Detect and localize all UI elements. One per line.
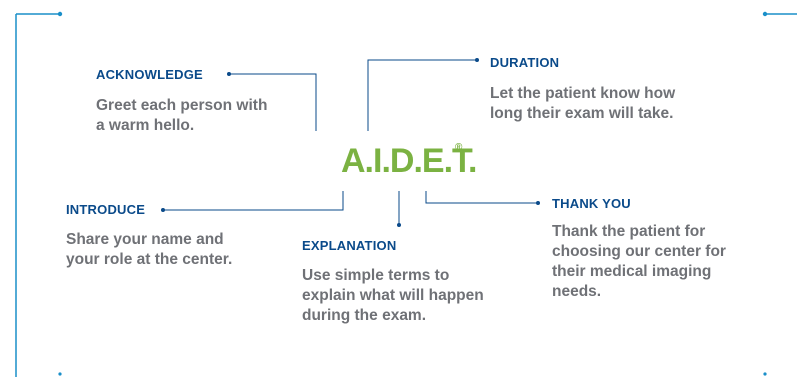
thankyou-line-1: Thank the patient for	[552, 223, 706, 240]
duration-line-2: long their exam will take.	[490, 105, 674, 122]
aidet-logo: A.I.D.E.T.	[341, 142, 477, 180]
introduce-heading: INTRODUCE	[66, 202, 146, 217]
frame-top-right-dot	[762, 11, 768, 17]
duration-description: Let the patient know how long their exam…	[490, 84, 675, 124]
registered-mark: ®	[455, 142, 463, 153]
thankyou-line-3: their medical imaging	[552, 263, 712, 280]
thankyou-line-2: choosing our center for	[552, 243, 726, 260]
frame-bottom-right-dot	[763, 372, 767, 376]
frame-top-left-dot	[57, 11, 63, 17]
thankyou-description: Thank the patient for choosing our cente…	[552, 222, 726, 302]
frame-bottom-left-dot	[58, 372, 62, 376]
duration-connector	[367, 59, 477, 131]
introduce-line-2: your role at the center.	[66, 251, 233, 268]
acknowledge-heading: ACKNOWLEDGE	[96, 67, 203, 82]
acknowledge-connector	[229, 73, 317, 131]
introduce-description: Share your name and your role at the cen…	[66, 230, 232, 270]
thankyou-line-4: needs.	[552, 283, 602, 300]
thankyou-connector	[425, 191, 538, 204]
explanation-description: Use simple terms to explain what will ha…	[302, 266, 484, 326]
explanation-line-3: during the exam.	[302, 307, 427, 324]
explanation-line-2: explain what will happen	[302, 287, 484, 304]
thankyou-heading: THANK YOU	[552, 196, 631, 211]
acknowledge-line-1: Greet each person with	[96, 97, 268, 114]
acknowledge-line-2: a warm hello.	[96, 117, 195, 134]
introduce-line-1: Share your name and	[66, 231, 224, 248]
duration-heading: DURATION	[490, 55, 560, 70]
explanation-line-1: Use simple terms to	[302, 267, 450, 284]
duration-line-1: Let the patient know how	[490, 85, 676, 102]
introduce-connector	[163, 191, 344, 211]
explanation-heading: EXPLANATION	[302, 238, 397, 253]
acknowledge-description: Greet each person with a warm hello.	[96, 96, 267, 136]
